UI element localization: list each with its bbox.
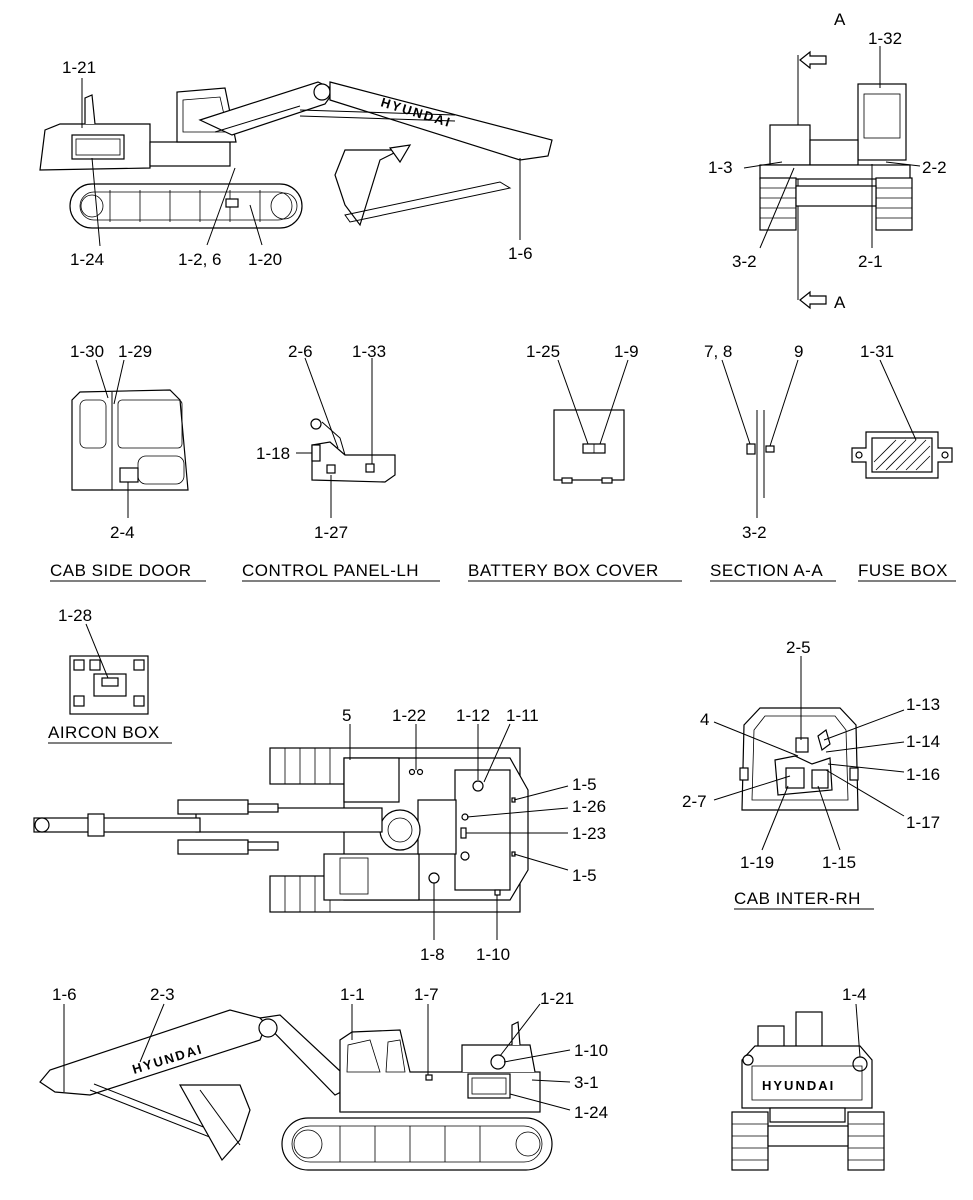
section-marker-a-top: A <box>834 10 846 29</box>
label-1-14: 1-14 <box>906 732 940 751</box>
label-1-17: 1-17 <box>906 813 940 832</box>
label-2-2: 2-2 <box>922 158 947 177</box>
label-1-22: 1-22 <box>392 706 426 725</box>
label-4: 4 <box>700 710 709 729</box>
caption-section-aa: SECTION A-A <box>710 561 823 580</box>
excavator-top-view <box>33 723 569 940</box>
label-3-1: 3-1 <box>574 1073 599 1092</box>
label-1-12: 1-12 <box>456 706 490 725</box>
label-1-25: 1-25 <box>526 342 560 361</box>
label-1-19: 1-19 <box>740 853 774 872</box>
section-marker-a-bottom: A <box>834 293 846 312</box>
label-1-23: 1-23 <box>572 824 606 843</box>
cab-interior-rh-drawing <box>713 656 905 851</box>
label-1-8: 1-8 <box>420 945 445 964</box>
label-9: 9 <box>794 342 803 361</box>
caption-fuse-box: FUSE BOX <box>858 561 948 580</box>
caption-cab-inter-rh: CAB INTER-RH <box>734 889 861 908</box>
caption-control-panel-lh: CONTROL PANEL-LH <box>242 561 419 580</box>
label-1-31: 1-31 <box>860 342 894 361</box>
label-1-1: 1-1 <box>340 985 365 1004</box>
label-1-10-top-view: 1-10 <box>476 945 510 964</box>
excavator-front-view <box>743 46 921 310</box>
label-2-5: 2-5 <box>786 638 811 657</box>
label-3-2-section: 3-2 <box>742 523 767 542</box>
label-2-1: 2-1 <box>858 252 883 271</box>
label-1-10-bottom: 1-10 <box>574 1041 608 1060</box>
label-2-4: 2-4 <box>110 523 135 542</box>
label-2-3: 2-3 <box>150 985 175 1004</box>
fuse-box-drawing <box>851 359 953 479</box>
control-panel-lh-drawing <box>296 357 396 518</box>
caption-cab-side-door: CAB SIDE DOOR <box>50 561 192 580</box>
section-aa-drawing <box>721 359 799 518</box>
battery-box-cover-drawing <box>553 359 629 484</box>
caption-battery-box-cover: BATTERY BOX COVER <box>468 561 659 580</box>
label-1-4: 1-4 <box>842 985 867 1004</box>
rear-brand-text: HYUNDAI <box>762 1078 835 1093</box>
label-1-6-bottom: 1-6 <box>52 985 77 1004</box>
label-1-32: 1-32 <box>868 29 902 48</box>
label-1-15: 1-15 <box>822 853 856 872</box>
excavator-right-side-view: HYUNDAI <box>39 1003 571 1171</box>
label-1-2-6: 1-2, 6 <box>178 250 221 269</box>
label-1-18: 1-18 <box>256 444 290 463</box>
label-1-5-upper: 1-5 <box>572 775 597 794</box>
label-1-21-top: 1-21 <box>62 58 96 77</box>
aircon-box-drawing <box>69 623 149 715</box>
label-1-13: 1-13 <box>906 695 940 714</box>
label-5: 5 <box>342 706 351 725</box>
label-1-21-bottom: 1-21 <box>540 989 574 1008</box>
label-1-29: 1-29 <box>118 342 152 361</box>
label-1-20: 1-20 <box>248 250 282 269</box>
label-7-8: 7, 8 <box>704 342 732 361</box>
label-1-28: 1-28 <box>58 606 92 625</box>
label-1-9: 1-9 <box>614 342 639 361</box>
label-1-27: 1-27 <box>314 523 348 542</box>
label-2-7: 2-7 <box>682 792 707 811</box>
excavator-rear-view: HYUNDAI <box>731 1003 885 1171</box>
label-1-24-bottom: 1-24 <box>574 1103 608 1122</box>
label-1-6-top: 1-6 <box>508 244 533 263</box>
label-1-3: 1-3 <box>708 158 733 177</box>
cab-side-door-drawing <box>71 359 189 518</box>
label-1-7: 1-7 <box>414 985 439 1004</box>
label-3-2-front: 3-2 <box>732 252 757 271</box>
label-1-30: 1-30 <box>70 342 104 361</box>
label-1-24-top: 1-24 <box>70 250 104 269</box>
label-1-11: 1-11 <box>506 706 539 725</box>
label-2-6: 2-6 <box>288 342 313 361</box>
excavator-left-side-view: HYUNDAI <box>39 78 553 247</box>
label-1-26: 1-26 <box>572 797 606 816</box>
label-1-16: 1-16 <box>906 765 940 784</box>
caption-aircon-box: AIRCON BOX <box>48 723 160 742</box>
label-1-33: 1-33 <box>352 342 386 361</box>
label-1-5-lower: 1-5 <box>572 866 597 885</box>
